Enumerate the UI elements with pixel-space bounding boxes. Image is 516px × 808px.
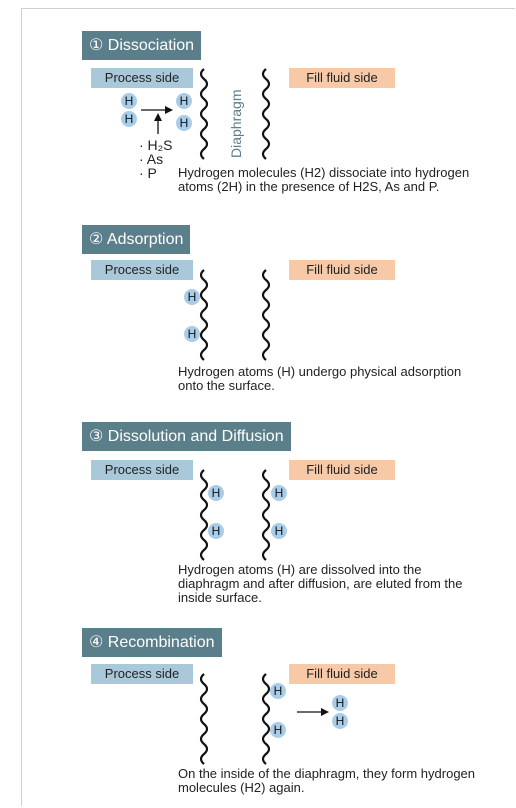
atom-label: H <box>180 116 189 130</box>
step-2-fill-fluid-side-label: Fill fluid side <box>289 260 395 280</box>
step-4-h2-molecule: H H <box>332 695 348 729</box>
step-4-diaphragm-process-surface <box>199 673 209 765</box>
step-1-hydrogen-atoms: H H <box>176 93 192 131</box>
step-3-fill-fluid-side-label: Fill fluid side <box>289 460 395 480</box>
impurity-as: · As <box>139 151 164 167</box>
figure-frame <box>21 8 515 806</box>
atom-label: H <box>336 714 345 728</box>
step-1-description: Hydrogen molecules (H2) dissociate into … <box>178 165 470 194</box>
step-4-process-side-label: Process side <box>91 664 193 684</box>
step-4-eluted-atoms: H H <box>270 683 286 738</box>
step-1-process-side-label: Process side <box>91 68 193 88</box>
step-2-description: Hydrogen atoms (H) undergo physical adso… <box>178 364 462 393</box>
atom-label: H <box>275 524 284 538</box>
atom-label: H <box>275 486 284 500</box>
step-3-description: Hydrogen atoms (H) are dissolved into th… <box>178 562 463 605</box>
step-4-description: On the inside of the diaphragm, they for… <box>178 766 476 795</box>
atom-label: H <box>212 524 221 538</box>
step-1-diaphragm-fill-surface <box>261 68 271 160</box>
step-2-adsorbed-atoms: H H <box>184 289 200 342</box>
step-2-diaphragm-fill-surface <box>261 269 271 361</box>
step-4-title: ④ Recombination <box>82 628 222 657</box>
atom-label: H <box>274 723 283 737</box>
step-4-fill-fluid-side-label: Fill fluid side <box>289 664 395 684</box>
step-2-process-side-label: Process side <box>91 260 193 280</box>
atom-label: H <box>336 696 345 710</box>
atom-label: H <box>125 94 134 108</box>
diaphragm-label: Diaphragm <box>228 90 244 158</box>
step-1-h2-molecule: H H <box>121 93 137 127</box>
impurity-h2s: · H₂S <box>139 137 173 153</box>
impurity-list: · H₂S · As · P <box>139 138 172 180</box>
step-1-fill-fluid-side-label: Fill fluid side <box>289 68 395 88</box>
step-3-diffusing-atoms: H H H H <box>208 485 287 539</box>
step-3-diaphragm-process-surface <box>199 469 209 561</box>
atom-label: H <box>188 290 197 304</box>
atom-label: H <box>188 327 197 341</box>
step-2-title: ② Adsorption <box>82 225 191 254</box>
step-2-diaphragm-process-surface <box>199 269 209 361</box>
atom-label: H <box>125 112 134 126</box>
impurity-p: · P <box>139 165 157 181</box>
step-4-diaphragm-fill-surface <box>261 673 271 765</box>
step-3-title: ③ Dissolution and Diffusion <box>82 422 291 451</box>
step-3-diaphragm-fill-surface <box>261 469 271 561</box>
atom-label: H <box>212 486 221 500</box>
atom-label: H <box>180 94 189 108</box>
atom-label: H <box>274 684 283 698</box>
step-1-diaphragm-process-surface <box>199 68 209 160</box>
step-3-process-side-label: Process side <box>91 460 193 480</box>
step-1-title: ① Dissociation <box>82 31 202 60</box>
